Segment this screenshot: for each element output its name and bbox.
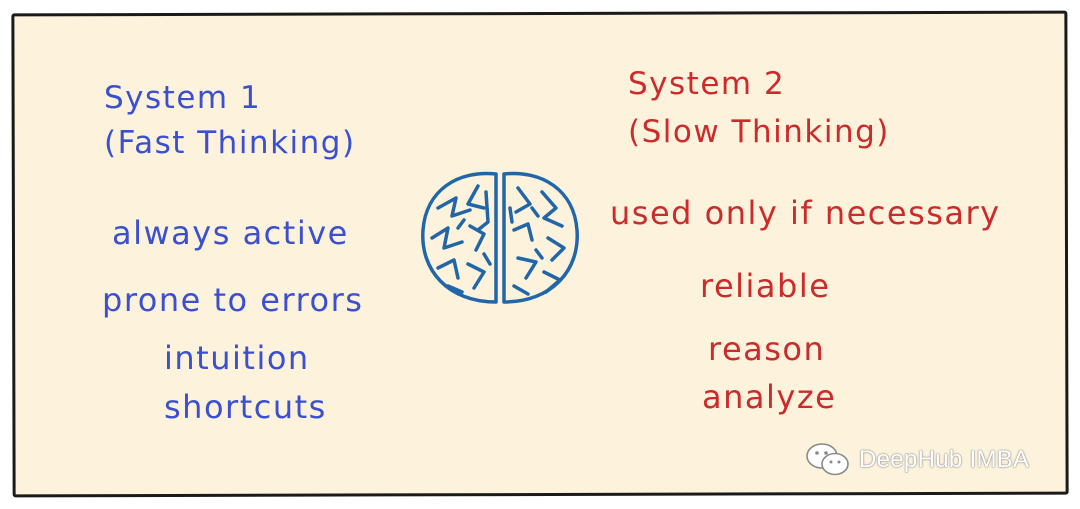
watermark: DeepHub IMBA <box>805 442 1029 478</box>
wechat-icon <box>806 443 849 476</box>
system2-trait: reliable <box>700 267 831 305</box>
system1-trait: intuition <box>164 339 310 377</box>
system2-trait: reason <box>708 330 826 368</box>
brain-icon <box>421 171 579 304</box>
system1-trait: prone to errors <box>102 281 364 319</box>
system1-subtitle: (Fast Thinking) <box>104 125 356 161</box>
system2-trait: used only if necessary <box>610 194 1001 232</box>
system2-trait: analyze <box>702 378 837 416</box>
system2-title: System 2 <box>628 66 786 102</box>
system1-trait: always active <box>112 214 349 252</box>
watermark-text: DeepHub IMBA <box>859 446 1030 473</box>
system2-subtitle: (Slow Thinking) <box>628 114 890 150</box>
system1-trait: shortcuts <box>164 388 327 426</box>
system1-title: System 1 <box>104 80 262 116</box>
